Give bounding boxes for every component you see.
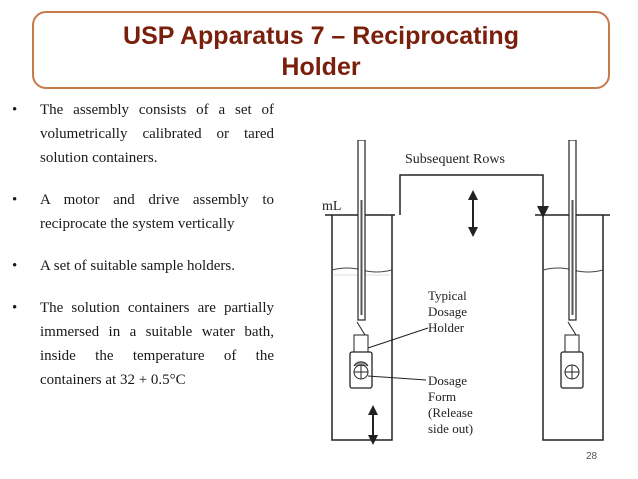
transfer-arrow bbox=[399, 174, 549, 218]
vertical-motion-arrow-top bbox=[468, 190, 478, 237]
subsequent-rows-label: Subsequent Rows bbox=[405, 152, 505, 167]
bullet-item: • The assembly consists of a set of volu… bbox=[12, 98, 274, 170]
svg-text:Holder: Holder bbox=[428, 320, 465, 335]
bullet-icon: • bbox=[12, 192, 18, 208]
title-line-2: Holder bbox=[281, 53, 361, 81]
svg-text:(Release: (Release bbox=[428, 405, 473, 420]
title-line-1: USP Apparatus 7 – Reciprocating bbox=[123, 22, 519, 50]
bullet-icon: • bbox=[12, 102, 18, 118]
bullet-text: A motor and drive assembly to reciprocat… bbox=[40, 192, 274, 232]
bullet-text: The solution containers are partially im… bbox=[40, 300, 274, 388]
svg-text:Dosage: Dosage bbox=[428, 304, 467, 319]
bullet-item: • A set of suitable sample holders. bbox=[12, 254, 274, 278]
bullet-item: • A motor and drive assembly to reciproc… bbox=[12, 188, 274, 236]
bullet-icon: • bbox=[12, 258, 18, 274]
dosage-holder-label: Typical Dosage Holder bbox=[367, 288, 467, 349]
bullet-icon: • bbox=[12, 300, 18, 316]
slide-title: USP Apparatus 7 – Reciprocating Holder bbox=[34, 21, 608, 83]
apparatus-diagram: Subsequent Rows mL bbox=[322, 140, 610, 445]
page-number: 28 bbox=[586, 451, 598, 462]
bullet-text: A set of suitable sample holders. bbox=[40, 258, 235, 274]
vertical-motion-arrow-bottom bbox=[368, 405, 378, 445]
svg-text:Dosage: Dosage bbox=[428, 373, 467, 388]
svg-text:side out): side out) bbox=[428, 421, 473, 436]
svg-text:Typical: Typical bbox=[428, 288, 467, 303]
right-container bbox=[535, 140, 610, 441]
dosage-form-label: Dosage Form (Release side out) bbox=[367, 373, 473, 436]
bullet-item: • The solution containers are partially … bbox=[12, 296, 274, 392]
svg-text:Form: Form bbox=[428, 389, 456, 404]
bullet-text: The assembly consists of a set of volume… bbox=[40, 102, 274, 166]
bullet-list: • The assembly consists of a set of volu… bbox=[12, 98, 274, 410]
ml-label: mL bbox=[322, 199, 341, 214]
left-container bbox=[325, 140, 395, 441]
title-box: USP Apparatus 7 – Reciprocating Holder bbox=[32, 11, 610, 89]
